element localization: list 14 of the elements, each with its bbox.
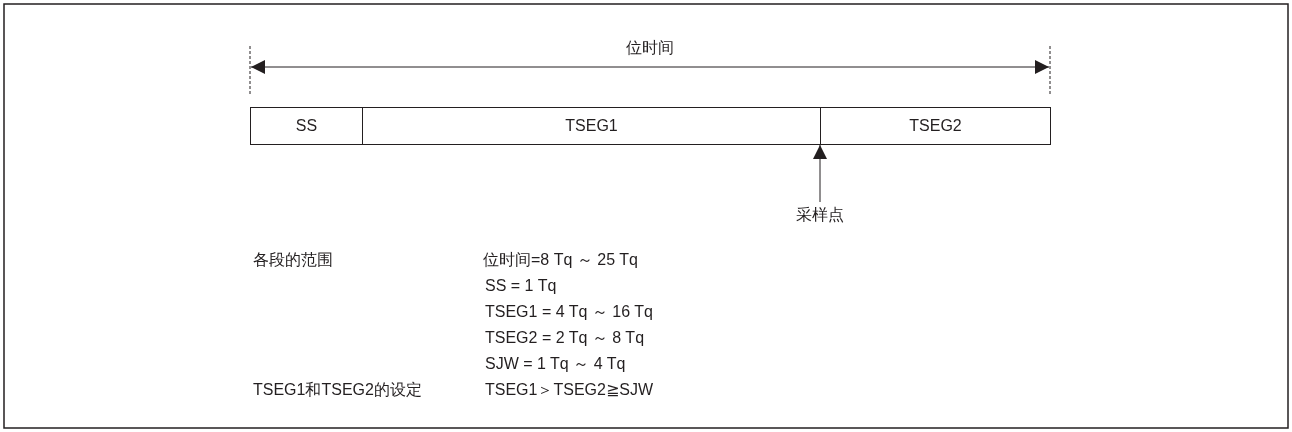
condition-text: TSEG1＞TSEG2≧SJW	[485, 380, 654, 400]
sample-point-label: 采样点	[785, 204, 855, 226]
segment-box: TSEG2	[820, 107, 1051, 145]
range-text: SJW = 1 Tq ～ 4 Tq	[485, 354, 626, 374]
range-text: TSEG1 = 4 Tq ～ 16 Tq	[485, 302, 653, 322]
range-text: SS = 1 Tq	[485, 276, 557, 296]
row-label: TSEG1和TSEG2的设定	[253, 380, 422, 400]
segment-box: SS	[250, 107, 363, 145]
dimension-label: 位时间	[626, 38, 674, 58]
range-text: 位时间=8 Tq ～ 25 Tq	[483, 250, 638, 270]
range-text: TSEG2 = 2 Tq ～ 8 Tq	[485, 328, 645, 348]
row-label: 各段的范围	[253, 250, 333, 270]
segment-box: TSEG1	[362, 107, 821, 145]
arrow	[813, 144, 827, 203]
